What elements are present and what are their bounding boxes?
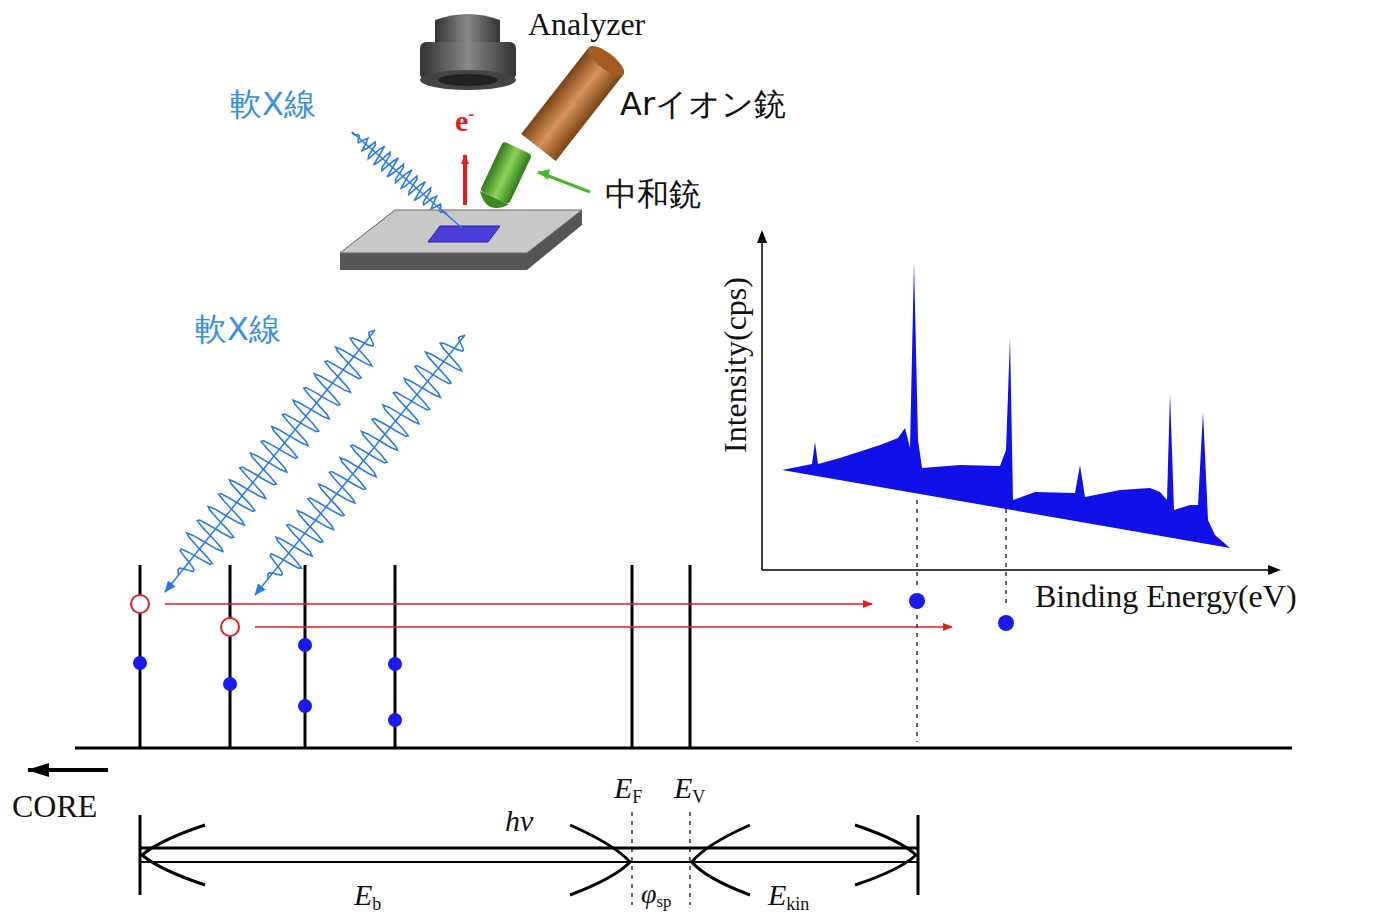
label: EF bbox=[614, 773, 642, 806]
spectrum bbox=[757, 230, 1281, 575]
xray-axis bbox=[165, 330, 375, 592]
guide-lines bbox=[632, 500, 1006, 905]
label: Intensity(cps) bbox=[719, 277, 751, 453]
xray-waves bbox=[165, 132, 465, 595]
electron-arrow bbox=[463, 155, 467, 205]
holes bbox=[131, 595, 239, 636]
neutralizer-gun bbox=[476, 141, 532, 213]
analyzer bbox=[420, 14, 516, 90]
label: e- bbox=[455, 105, 474, 136]
label: 軟X線 bbox=[230, 88, 316, 120]
emission-arrow bbox=[165, 603, 872, 605]
label: hν bbox=[505, 806, 533, 836]
xray-axis bbox=[352, 132, 462, 228]
label: 中和銃 bbox=[605, 178, 701, 210]
label: Ekin bbox=[768, 880, 809, 913]
label: Arイオン銃 bbox=[620, 88, 786, 120]
emission-arrow bbox=[255, 626, 952, 628]
sample-stage bbox=[340, 210, 582, 270]
label: Binding Energy(eV) bbox=[1035, 580, 1297, 612]
ion-gun bbox=[521, 41, 628, 161]
pointer-head bbox=[538, 169, 550, 180]
xray-axis bbox=[255, 335, 465, 595]
label: Analyzer bbox=[528, 8, 645, 40]
label: CORE bbox=[12, 790, 97, 822]
label: Eb bbox=[354, 880, 381, 913]
label: EV bbox=[674, 773, 705, 806]
label: 軟X線 bbox=[195, 313, 281, 345]
core-arrow bbox=[28, 768, 108, 772]
electrons bbox=[133, 593, 1014, 727]
label: φsp bbox=[641, 880, 671, 911]
